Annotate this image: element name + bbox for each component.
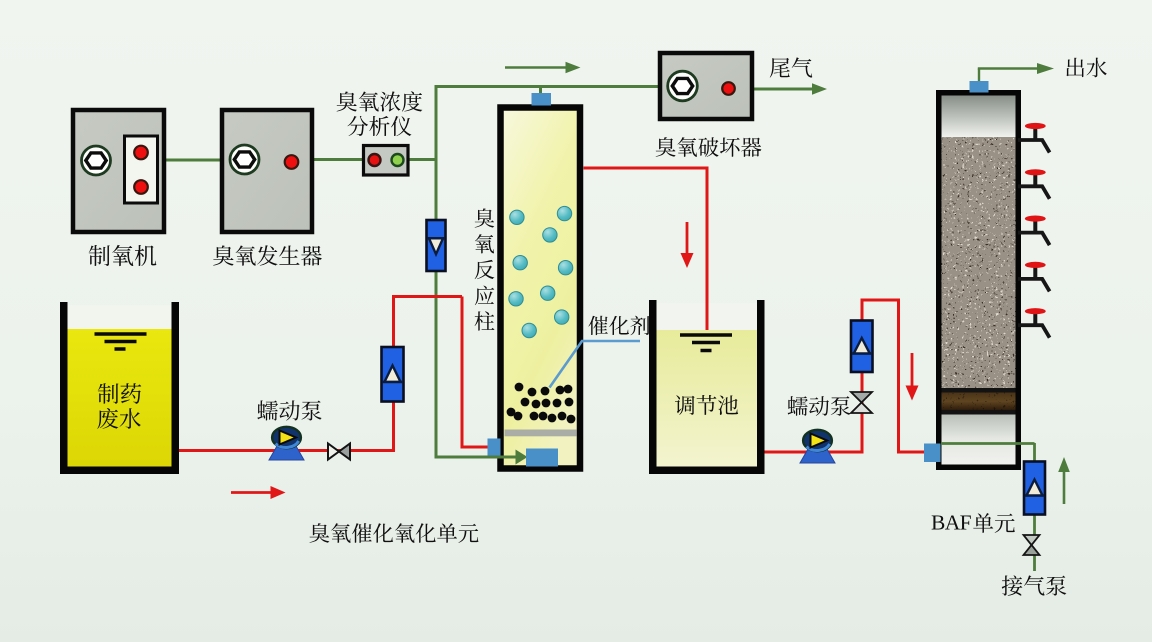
svg-text:BAF: BAF <box>931 511 972 535</box>
